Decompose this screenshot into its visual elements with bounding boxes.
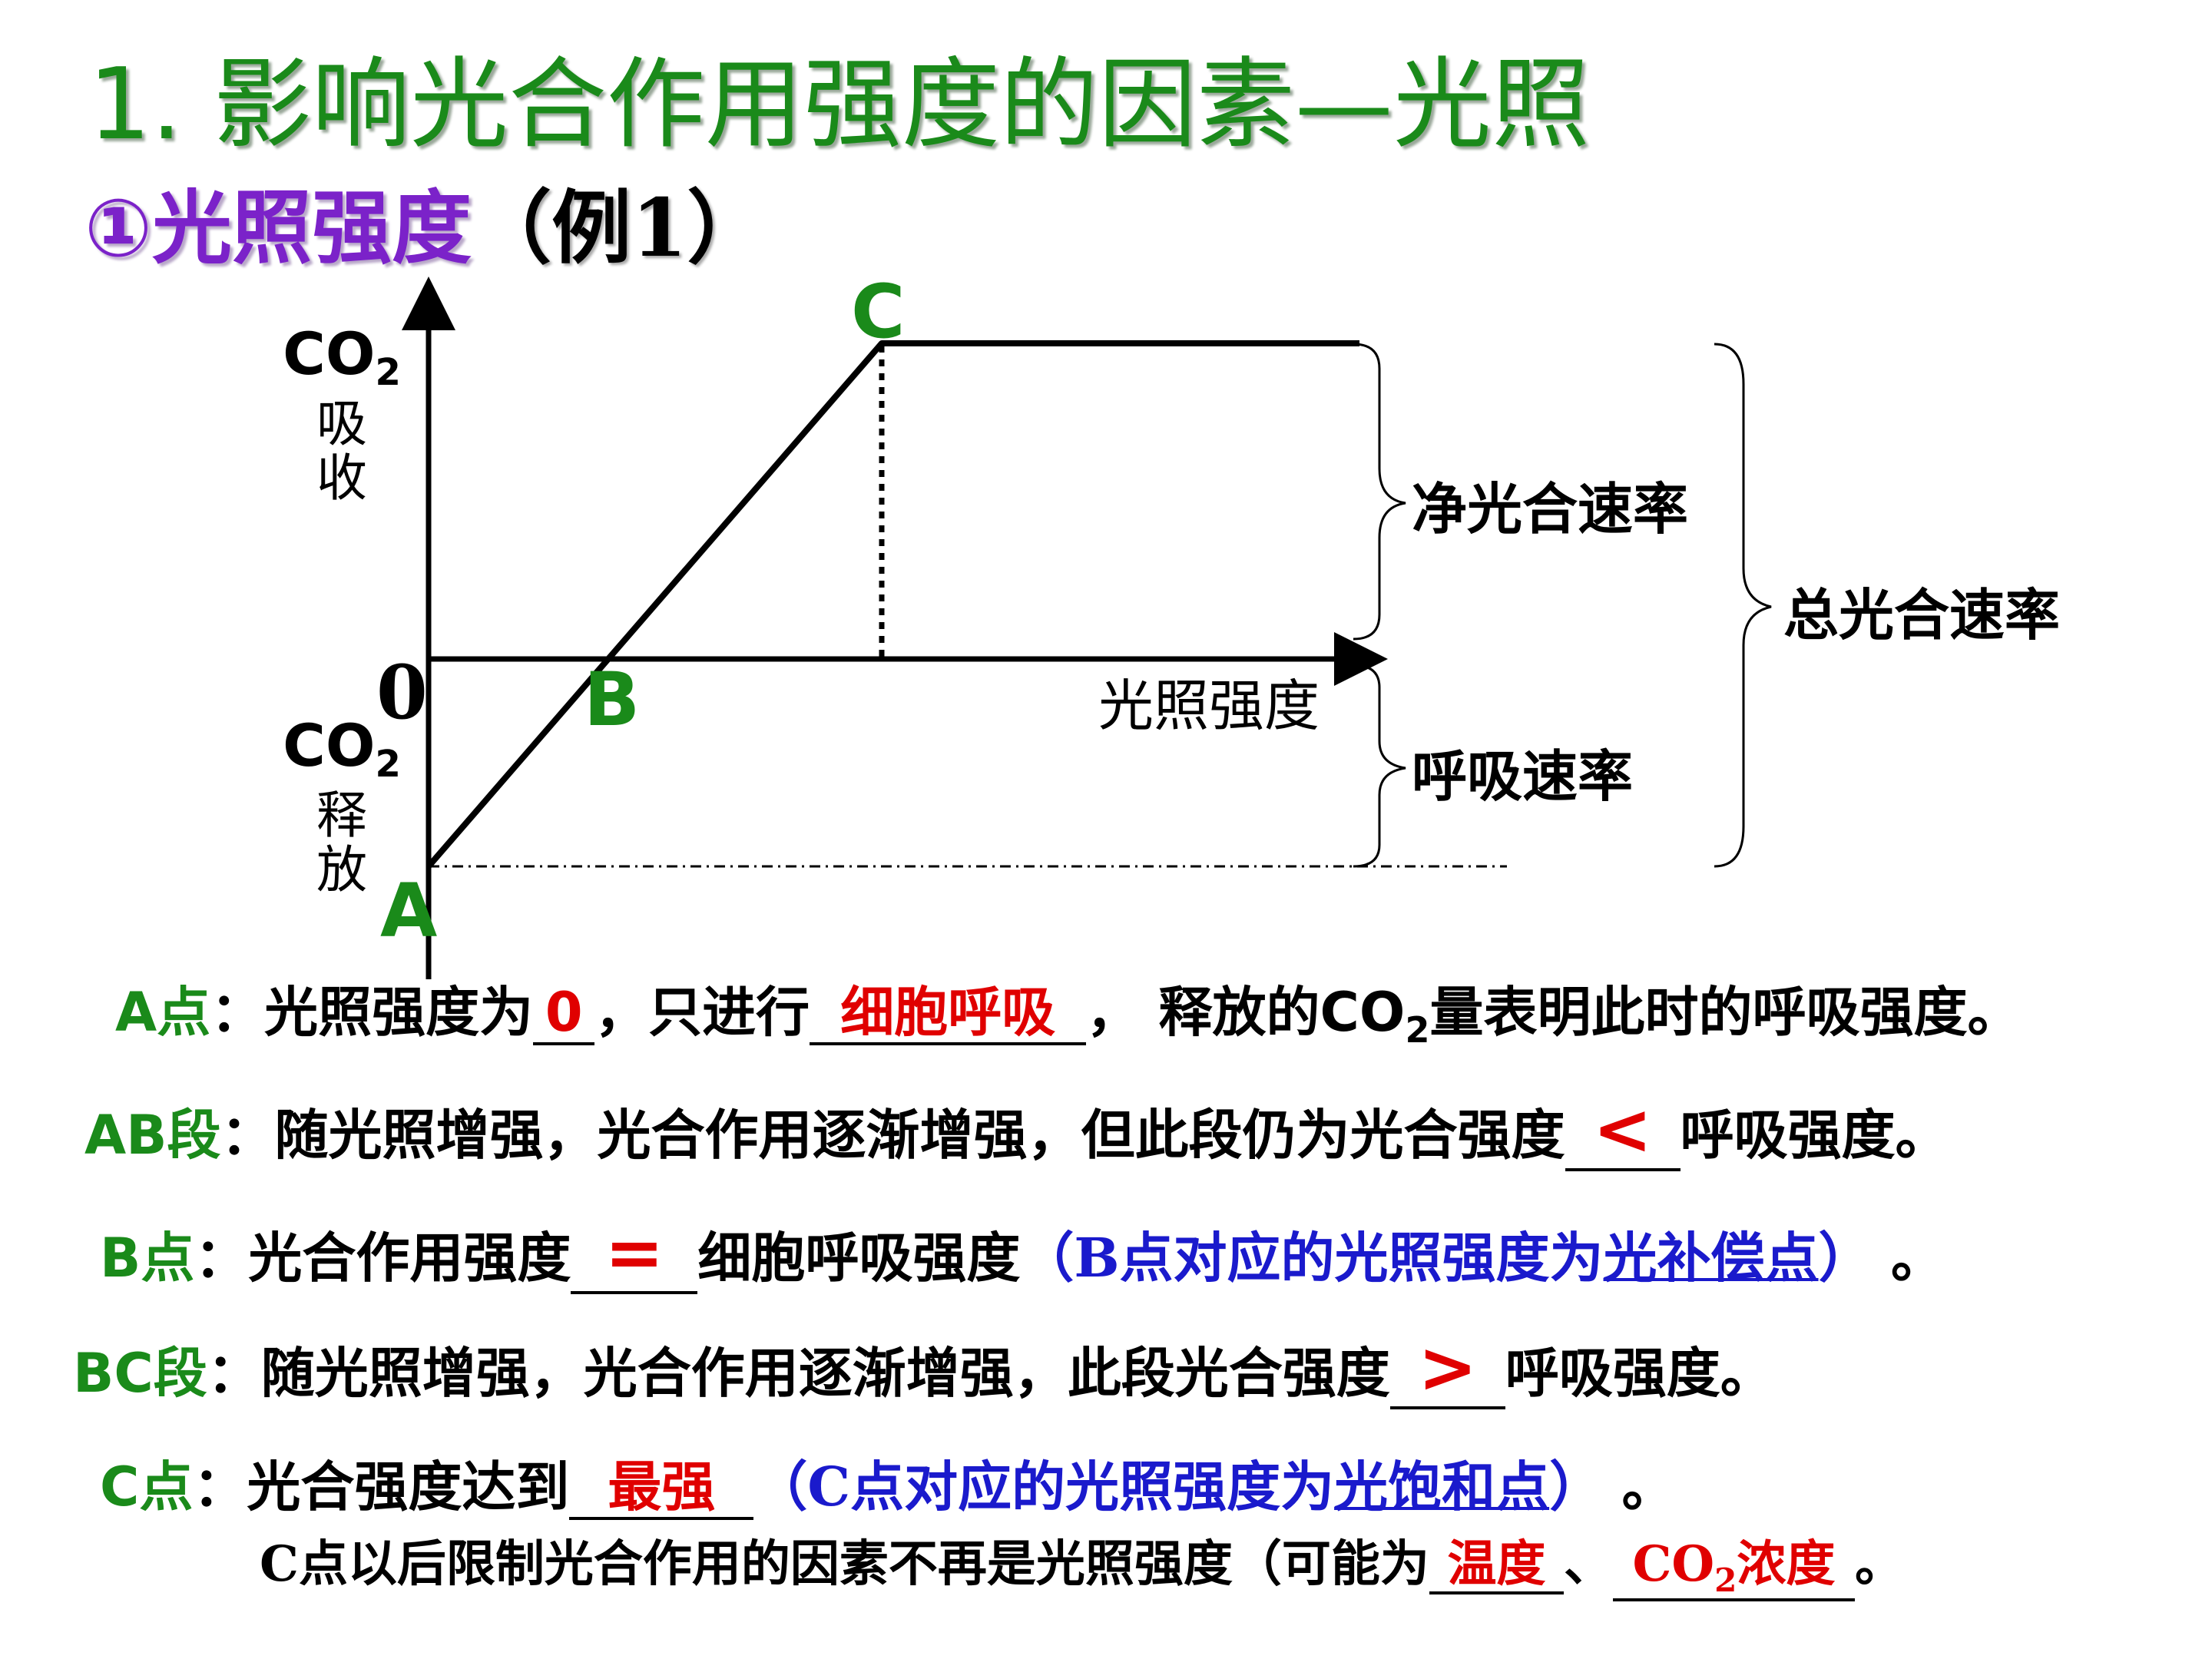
term-light-saturation: 光饱和点 (1334, 1455, 1550, 1518)
total-photosynthesis-label: 总光合速率 (1783, 583, 2061, 647)
blank-b-compare: = (571, 1214, 698, 1295)
blank-factor-temperature: 温度 (1429, 1537, 1564, 1595)
blank-a-process: 细胞呼吸 (810, 983, 1087, 1045)
line-bc-segment: BC段：随光照增强，光合作用逐渐增强，此段光合强度>呼吸强度。 (73, 1326, 1774, 1410)
blank-bc-compare: > (1389, 1329, 1505, 1410)
x-axis-label: 光照强度 (1098, 674, 1320, 738)
y-axis-bottom-label: CO2 释放 (283, 711, 401, 900)
section-subtitle: ①光照强度（例1） (84, 180, 767, 276)
point-c-label: C (851, 269, 906, 355)
blank-c-strength: 最强 (569, 1458, 754, 1520)
subtitle-main: ①光照强度 (84, 181, 472, 275)
blank-a-intensity: 0 (533, 983, 595, 1045)
respiration-rate-label: 呼吸速率 (1412, 744, 1634, 809)
term-light-compensation: 光补偿点 (1603, 1226, 1819, 1290)
line-c-point: C点：光合强度达到最强（C点对应的光照强度为光饱和点） 。 (100, 1455, 1676, 1520)
line-ab-segment: AB段：随光照增强，光合作用逐渐增强，但此段仍为光合强度<呼吸强度。 (84, 1088, 1949, 1172)
point-b-label: B (584, 657, 641, 743)
photosynthesis-curve (426, 340, 1359, 869)
brace-respiration (1353, 664, 1406, 868)
y-axis-top-label: CO2 吸收 (283, 320, 401, 508)
blank-ab-compare: < (1565, 1091, 1681, 1172)
subtitle-example: （例1） (472, 180, 767, 275)
blank-factor-co2: CO2浓度 (1612, 1537, 1855, 1601)
net-photosynthesis-label: 净光合速率 (1412, 477, 1689, 541)
origin-label: 0 (376, 649, 428, 736)
brace-total (1714, 343, 1772, 868)
point-a-label: A (380, 868, 438, 954)
line-b-point: B点：光合作用强度=细胞呼吸强度（B点对应的光照强度为光补偿点） 。 (100, 1211, 1945, 1295)
brace-net (1353, 343, 1406, 641)
line-c-after: C点以后限制光合作用的因素不再是光照强度（可能为温度、CO2浓度。 (260, 1525, 1904, 1601)
page-title: 1. 影响光合作用强度的因素—光照 (88, 48, 1590, 162)
